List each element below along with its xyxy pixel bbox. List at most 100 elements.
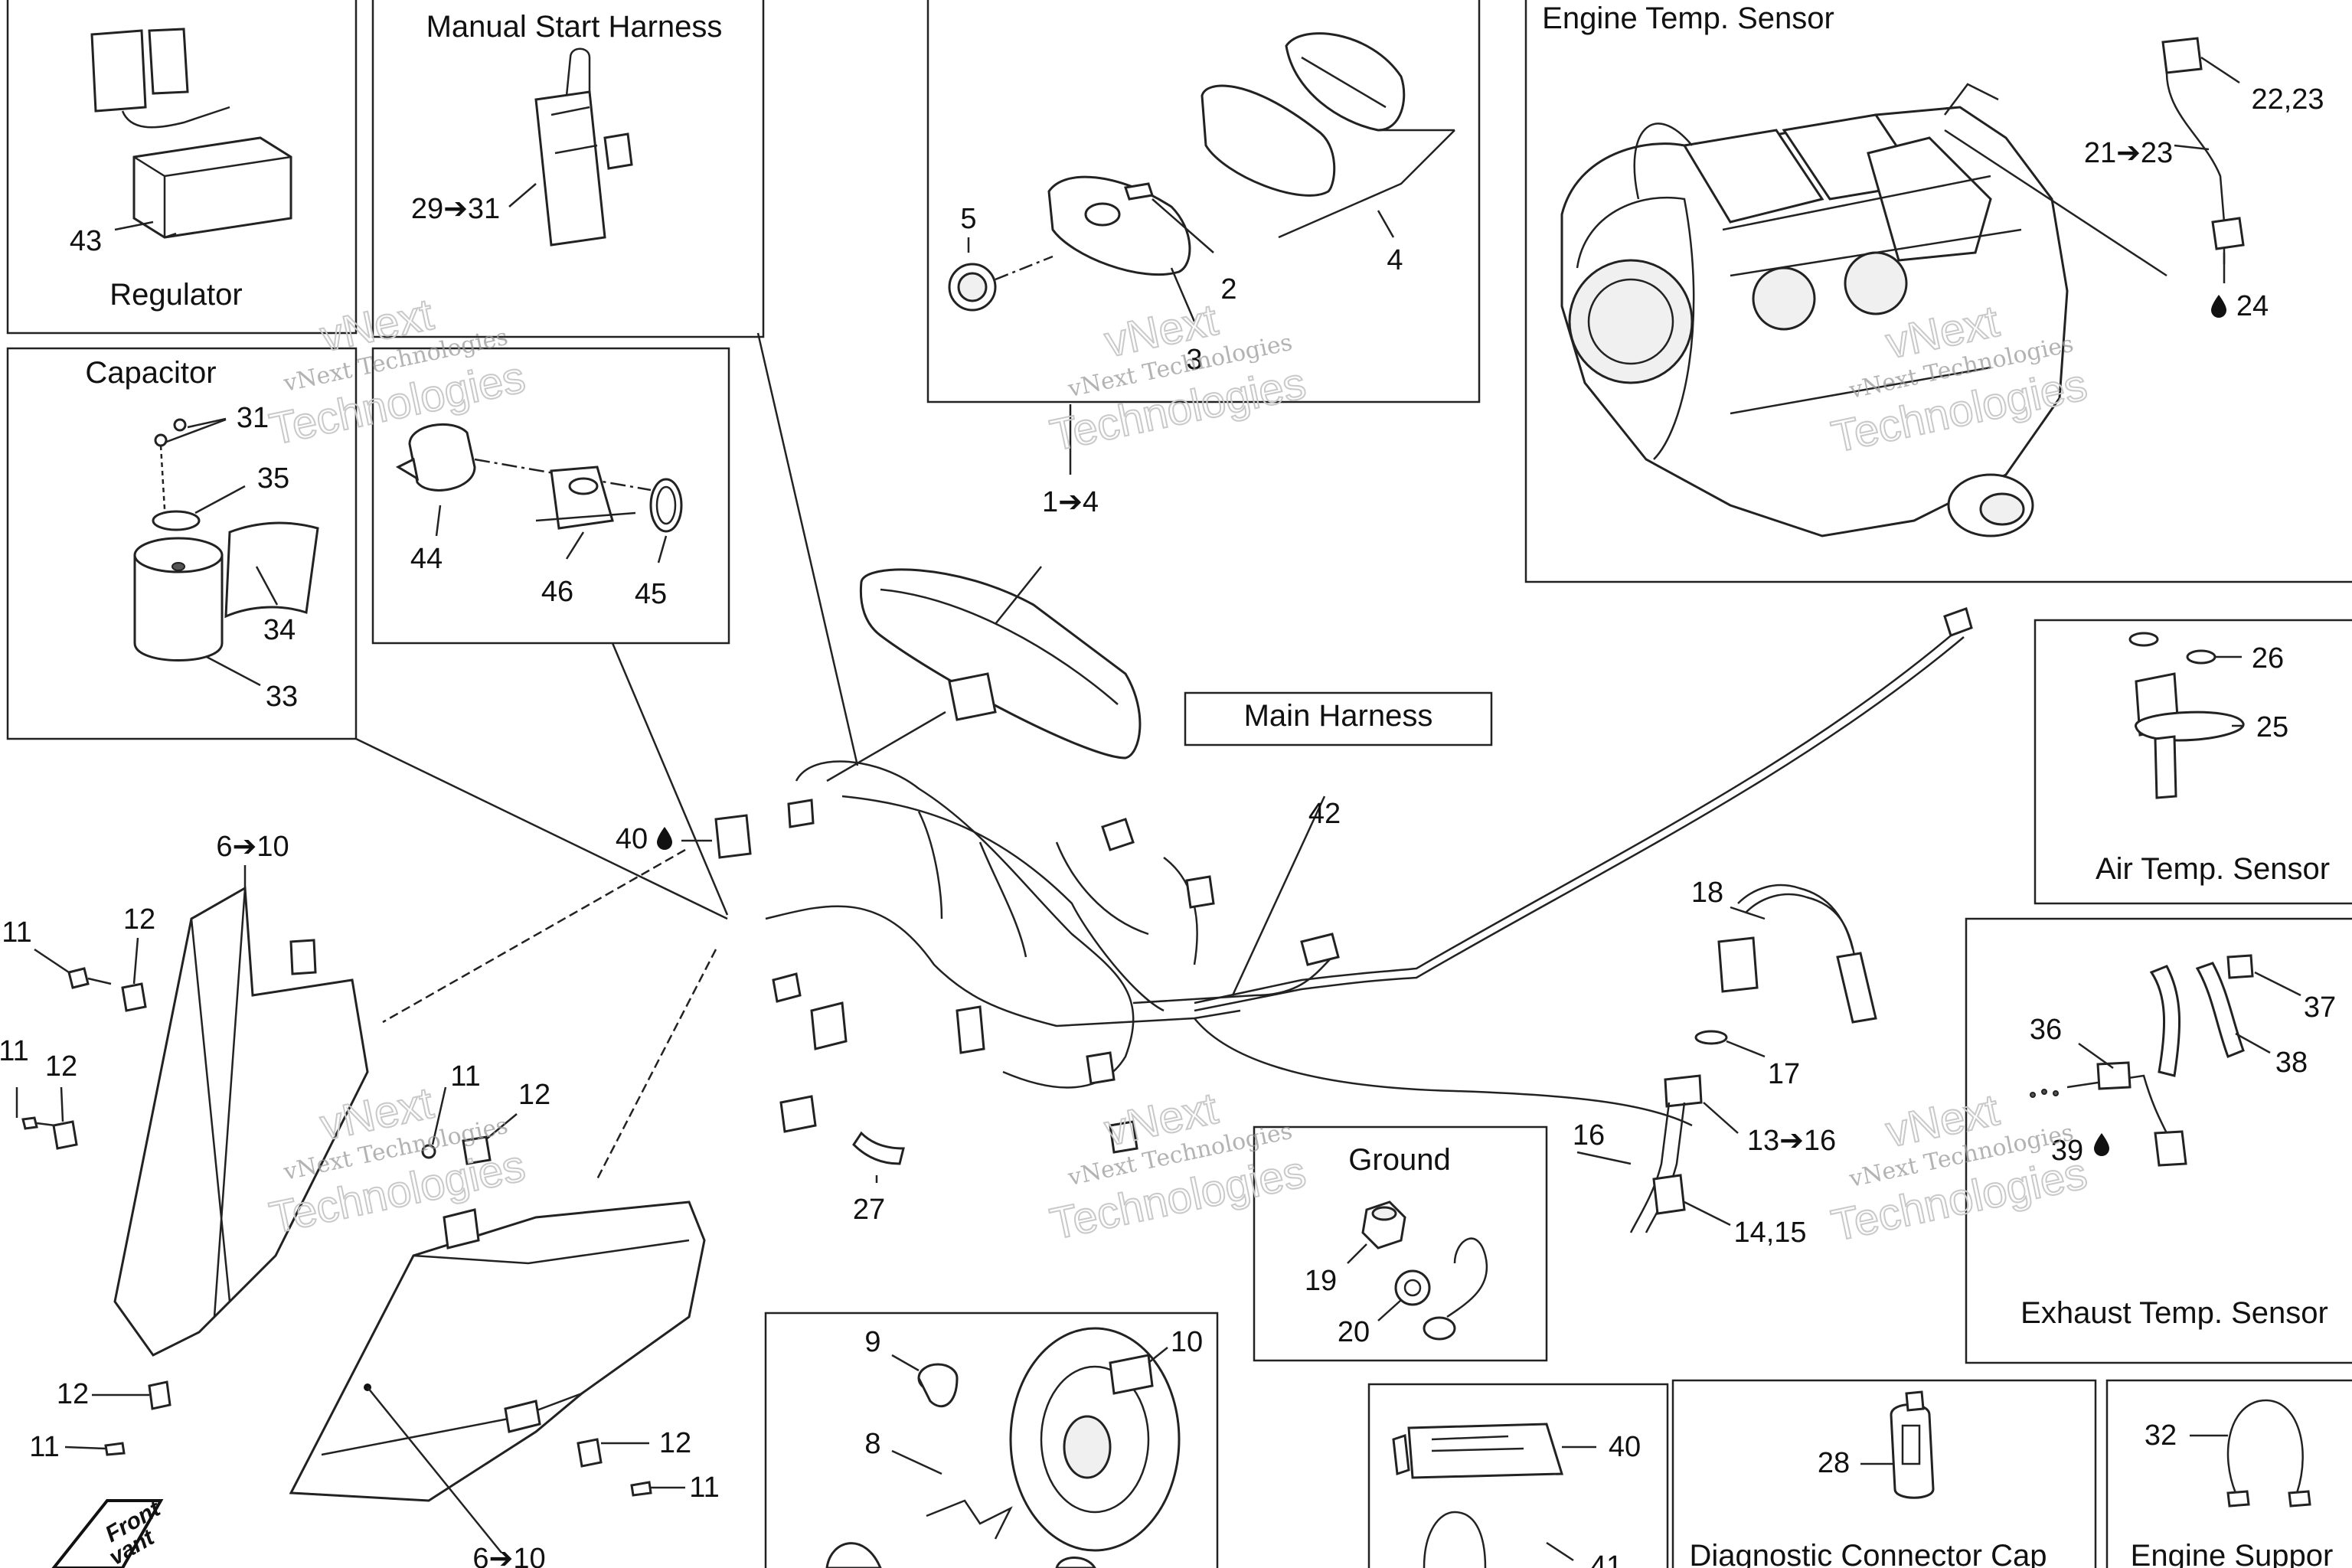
callout-44: 44 — [410, 543, 443, 575]
exhaust-temp-sensor-title: Exhaust Temp. Sensor — [2020, 1296, 2328, 1330]
fastener-parts — [21, 967, 652, 1497]
callout-38: 38 — [2275, 1047, 2308, 1079]
callout-37: 37 — [2304, 991, 2336, 1024]
regulator-part — [90, 28, 292, 239]
callout-35: 35 — [257, 462, 289, 495]
callout-34: 34 — [263, 614, 296, 646]
connector-40-part — [714, 814, 752, 859]
watermark-middle-center: vNext Technologies vNext Technologies — [1045, 1083, 1311, 1250]
headlight-housing-part — [113, 886, 369, 1357]
callout-26: 26 — [2252, 642, 2284, 675]
callout-24: 24 — [2236, 290, 2269, 322]
manual-start-harness-box — [371, 0, 765, 338]
callout-14-15: 14,15 — [1733, 1217, 1806, 1249]
engine-support-box — [2105, 1379, 2352, 1568]
callout-32: 32 — [2145, 1419, 2177, 1452]
callout-16: 16 — [1573, 1119, 1605, 1152]
callout-25: 25 — [2256, 711, 2288, 743]
callout-42: 42 — [1308, 798, 1341, 830]
engine-temp-sensor-title: Engine Temp. Sensor — [1542, 2, 1834, 35]
callout-36: 36 — [2030, 1014, 2062, 1046]
engine-support-title: Engine Suppor — [2131, 1539, 2334, 1568]
headlight-lens-part — [289, 1200, 706, 1502]
dielectric-grease-box — [1367, 1383, 1669, 1568]
callout-6-10-bottom: 6➔10 — [472, 1543, 545, 1568]
callout-27: 27 — [853, 1194, 885, 1226]
callout-29-31: 29➔31 — [411, 193, 500, 225]
callout-13-16: 13➔16 — [1747, 1125, 1836, 1157]
callout-8: 8 — [864, 1428, 880, 1460]
ground-parts — [1361, 1200, 1488, 1341]
droplet-icon — [657, 827, 672, 850]
watermark-middle-right: vNext Technologies vNext Technologies — [1827, 1084, 2092, 1252]
exhaust-temp-sensor-box — [1965, 917, 2352, 1364]
callout-5: 5 — [960, 203, 976, 235]
callout-43: 43 — [70, 225, 102, 257]
callout-12-b: 12 — [45, 1050, 77, 1083]
callout-21-23: 21➔23 — [2084, 137, 2173, 169]
headlight-bulb-box — [764, 1312, 1219, 1568]
callout-45: 45 — [635, 578, 667, 610]
callout-46: 46 — [541, 576, 573, 608]
callout-28: 28 — [1818, 1447, 1850, 1479]
regulator-title: Regulator — [109, 278, 242, 312]
engine-part — [1560, 83, 2069, 537]
callout-10: 10 — [1171, 1326, 1203, 1358]
manual-start-harness-title: Manual Start Harness — [426, 10, 723, 44]
exhaust-temp-sensor-part — [2030, 954, 2254, 1167]
droplet-icon — [2094, 1133, 2109, 1156]
socket-parts — [395, 423, 683, 533]
manual-start-relay-part — [534, 47, 633, 247]
main-harness-title: Main Harness — [1244, 699, 1433, 733]
main-harness-part — [765, 568, 1973, 1165]
ground-title: Ground — [1348, 1143, 1450, 1177]
callout-39: 39 — [2051, 1135, 2083, 1167]
watermark-top-center: vNext Technologies vNext Technologies — [1045, 294, 1311, 462]
air-temp-sensor-title: Air Temp. Sensor — [2096, 852, 2330, 886]
callout-11-d: 11 — [29, 1431, 59, 1463]
callout-41: 41 — [1590, 1550, 1622, 1568]
callout-11-c: 11 — [450, 1060, 480, 1093]
callout-12-a: 12 — [123, 903, 155, 936]
engine-temp-sensor-part — [2161, 37, 2245, 264]
callout-11-b: 11 — [0, 1035, 29, 1067]
dielectric-grease-part — [1392, 1423, 1564, 1568]
regulator-box — [6, 0, 358, 335]
watermark-top-left: vNext Technologies vNext Technologies — [265, 289, 531, 456]
callout-11-a: 11 — [2, 916, 31, 949]
callout-12-e: 12 — [659, 1427, 691, 1459]
callout-18: 18 — [1691, 877, 1723, 909]
gauge-cluster-box — [926, 0, 1481, 403]
callout-20: 20 — [1338, 1316, 1370, 1348]
callout-33: 33 — [266, 681, 298, 713]
callout-12-c: 12 — [518, 1079, 550, 1111]
callout-9: 9 — [864, 1326, 880, 1358]
capacitor-part — [133, 418, 319, 662]
diagnostic-connector-cap-title: Diagnostic Connector Cap — [1690, 1539, 2047, 1568]
callout-2: 2 — [1220, 273, 1236, 305]
callout-19: 19 — [1305, 1265, 1337, 1297]
front-orientation-badge: Front vant — [51, 1495, 166, 1568]
callout-1-4: 1➔4 — [1042, 486, 1099, 518]
callout-3: 3 — [1186, 344, 1202, 376]
callout-22-23: 22,23 — [2251, 83, 2324, 116]
capacitor-title: Capacitor — [85, 356, 216, 390]
main-harness-box — [1184, 691, 1493, 746]
ground-box — [1253, 1125, 1548, 1362]
callout-40-droplet: 40 — [616, 823, 648, 855]
diagnostic-connector-cap-part — [1890, 1390, 1935, 1499]
callout-6-10-top: 6➔10 — [216, 831, 289, 863]
droplet-icon — [2211, 295, 2226, 318]
gauge-cluster-parts — [948, 32, 1455, 312]
callout-17: 17 — [1768, 1058, 1800, 1090]
engine-support-part — [2226, 1399, 2311, 1508]
capacitor-box — [6, 347, 358, 740]
callout-31: 31 — [237, 402, 269, 434]
callout-11-e: 11 — [689, 1472, 719, 1504]
callout-40: 40 — [1609, 1431, 1641, 1463]
tether-switch-parts — [1629, 884, 1877, 1233]
air-temp-sensor-box — [2034, 619, 2352, 905]
engine-temp-sensor-box — [1524, 0, 2352, 583]
light-socket-box — [371, 347, 730, 645]
